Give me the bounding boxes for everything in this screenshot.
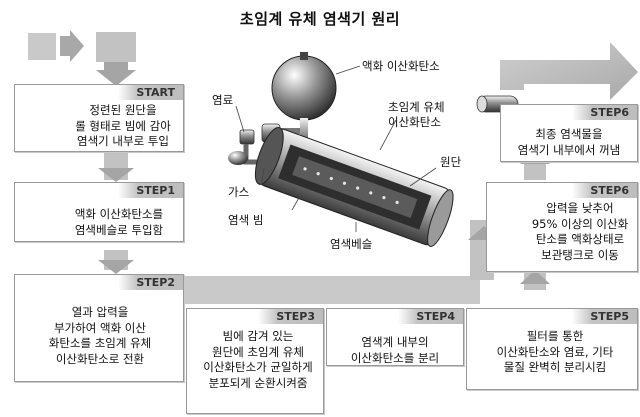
- step-card-6-transfer: STEP6 압력을 낮추어 95% 이상의 이산화 탄소를 액화상태로 보관탱크…: [486, 182, 638, 272]
- step-text-line: 정련된 원단을: [89, 103, 157, 117]
- step-text-line: 액화 이산화탄소를: [74, 207, 164, 221]
- label-fabric: 원단: [440, 155, 462, 169]
- label-dye-beam: 염색 빔: [228, 213, 264, 227]
- step-tag: STEP2: [118, 275, 183, 290]
- step-text-line: 이산화탄소를 분리: [350, 350, 440, 365]
- step-text-line: 원단에 초임계 유체: [212, 344, 304, 359]
- step-tag: STEP6: [572, 105, 637, 120]
- step-card-6-output: STEP6 최종 염색물을 염색기 내부에서 꺼냄: [500, 104, 638, 162]
- step-text-line: 보관탱크로 이동: [541, 247, 619, 262]
- step-text-line: 부가하여 액화 이산: [54, 320, 146, 335]
- step-text-line: 탄소를 액화상태로: [535, 232, 625, 246]
- label-line: 이산화탄소: [388, 115, 441, 129]
- label-liquid-co2: 액화 이산화탄소: [362, 59, 440, 73]
- label-dye: 염료: [212, 93, 234, 107]
- step-text-line: 빔에 감겨 있는: [222, 329, 294, 343]
- page-title: 초임계 유체 염색기 원리: [239, 10, 401, 28]
- label-gas: 가스: [228, 185, 250, 199]
- label-line: 초임계 유체: [388, 100, 445, 114]
- step-text-line: 필터를 통한: [526, 329, 584, 343]
- step-text-line: 95% 이상의 이산화: [531, 216, 629, 231]
- label-dye-vessel: 염색베슬: [330, 237, 373, 251]
- step-text-line: 열과 압력을: [71, 305, 129, 319]
- step-text-line: 염색계 내부의: [361, 335, 429, 349]
- step-tag: STEP4: [398, 309, 463, 324]
- step-tag: STEP5: [572, 309, 637, 324]
- step-card-3: STEP3 빔에 감겨 있는 원단에 초임계 유체 이산화탄소가 균일하게 분포…: [186, 308, 324, 414]
- step-tag: STEP1: [118, 183, 183, 198]
- step-card-1: STEP1 액화 이산화탄소를 염색베슬로 투입함: [14, 182, 184, 242]
- step-text-line: 염색기 내부에서 꺼냄: [517, 142, 621, 157]
- step-text-line: 염색기 내부로 투입: [77, 134, 169, 148]
- step-text-line: 롤 형태로 빔에 감아: [75, 118, 171, 133]
- step-text-line: 압력을 낮추어: [546, 201, 614, 215]
- step-text-line: 이산화탄소로 전환: [55, 351, 145, 366]
- step-text-line: 물질 완벽히 분리시킴: [503, 360, 607, 374]
- step-text-line: 분포되게 순환시켜줌: [208, 375, 308, 390]
- step-tag: START: [118, 85, 183, 100]
- step-text-line: 화탄소를 초임계 유체: [48, 336, 152, 350]
- step-text-line: 염색베슬로 투입함: [74, 222, 164, 237]
- label-supercritical-co2: 초임계 유체 이산화탄소: [388, 100, 445, 130]
- step-card-5: STEP5 필터를 통한 이산화탄소와 염료, 기타 물질 완벽히 분리시킴: [466, 308, 638, 390]
- step-text-line: 최종 염색물을: [535, 127, 603, 141]
- step-card-start: START 정련된 원단을 롤 형태로 빔에 감아 염색기 내부로 투입: [14, 84, 184, 152]
- step-text-line: 이산화탄소가 균일하게: [203, 360, 313, 374]
- dyeing-machine-illustration: [228, 52, 454, 247]
- step-tag: STEP6: [572, 183, 637, 198]
- step-card-4: STEP4 염색계 내부의 이산화탄소를 분리: [326, 308, 464, 366]
- step-card-2: STEP2 열과 압력을 부가하여 액화 이산 화탄소를 초임계 유체 이산화탄…: [14, 274, 184, 382]
- step-text-line: 이산화탄소와 염료, 기타: [496, 344, 614, 359]
- step-tag: STEP3: [258, 309, 323, 324]
